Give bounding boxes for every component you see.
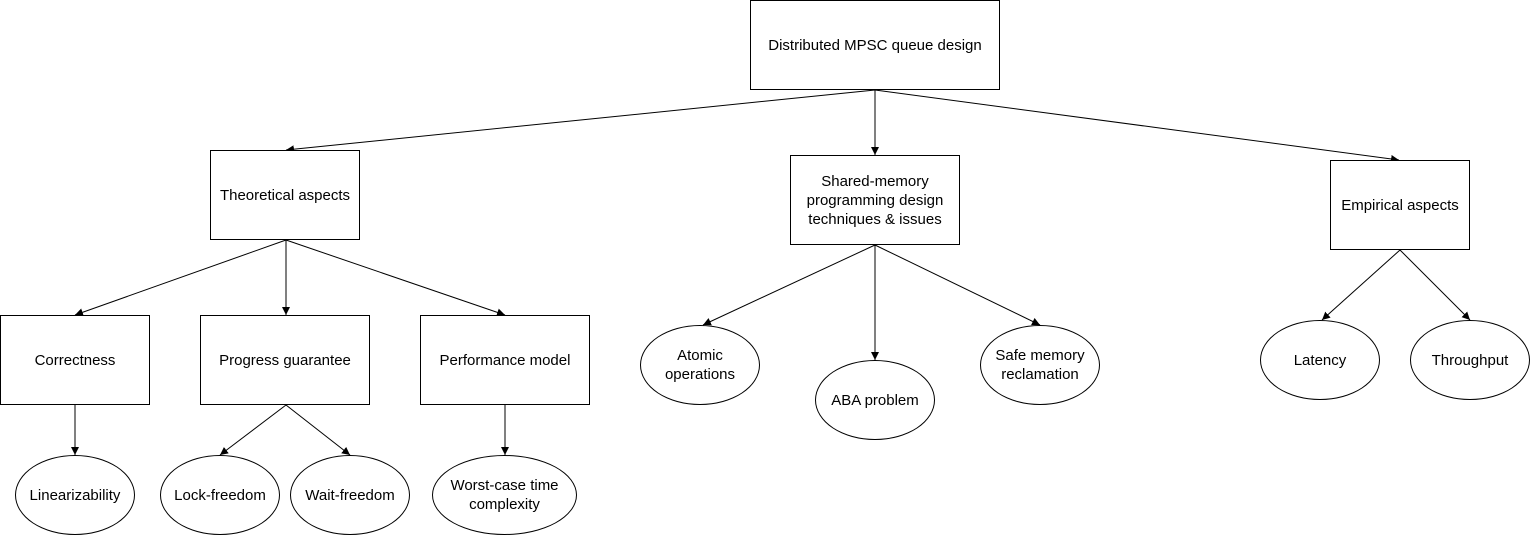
node-lock-freedom: Lock-freedom <box>160 455 280 535</box>
node-linearizability: Linearizability <box>15 455 135 535</box>
node-latency-label: Latency <box>1293 351 1347 369</box>
node-performance-model: Performance model <box>420 315 590 405</box>
node-shared-memory: Shared-memory programming design techniq… <box>790 155 960 245</box>
node-lock-freedom-label: Lock-freedom <box>174 486 266 504</box>
edge-empirical-throughput <box>1399 249 1471 321</box>
node-throughput: Throughput <box>1410 320 1530 400</box>
node-root-label: Distributed MPSC queue design <box>768 36 982 54</box>
node-linearizability-label: Linearizability <box>29 486 121 504</box>
node-progress-guarantee-label: Progress guarantee <box>219 351 351 369</box>
edge-shared-safe <box>874 244 1041 326</box>
node-atomic-operations-label: Atomic operations <box>664 347 736 383</box>
node-theoretical-aspects: Theoretical aspects <box>210 150 360 240</box>
node-correctness: Correctness <box>0 315 150 405</box>
edge-theory-correctness <box>74 239 287 317</box>
node-theoretical-aspects-label: Theoretical aspects <box>219 186 351 204</box>
node-safe-memory-reclamation-label: Safe memory reclamation <box>995 347 1085 383</box>
node-latency: Latency <box>1260 320 1380 400</box>
edge-progress-lockfreedom <box>219 404 287 456</box>
node-correctness-label: Correctness <box>34 351 116 369</box>
node-safe-memory-reclamation: Safe memory reclamation <box>980 325 1100 405</box>
node-atomic-operations: Atomic operations <box>640 325 760 405</box>
node-empirical-aspects-label: Empirical aspects <box>1341 196 1459 214</box>
node-wait-freedom: Wait-freedom <box>290 455 410 535</box>
node-shared-memory-label: Shared-memory programming design techniq… <box>806 172 944 228</box>
node-throughput-label: Throughput <box>1431 351 1509 369</box>
node-aba-problem-label: ABA problem <box>831 391 919 409</box>
node-wait-freedom-label: Wait-freedom <box>305 486 395 504</box>
node-performance-model-label: Performance model <box>439 351 571 369</box>
node-empirical-aspects: Empirical aspects <box>1330 160 1470 250</box>
node-progress-guarantee: Progress guarantee <box>200 315 370 405</box>
edge-root-theory <box>285 89 876 154</box>
edge-empirical-latency <box>1321 249 1401 321</box>
node-worst-case-complexity: Worst-case time complexity <box>432 455 577 535</box>
node-aba-problem: ABA problem <box>815 360 935 440</box>
node-root: Distributed MPSC queue design <box>750 0 1000 90</box>
edge-root-empirical <box>874 89 1400 163</box>
edge-shared-atomic <box>702 244 876 326</box>
node-worst-case-complexity-label: Worst-case time complexity <box>450 477 559 513</box>
edge-progress-waitfreedom <box>285 404 351 456</box>
edge-theory-performance <box>285 239 506 317</box>
